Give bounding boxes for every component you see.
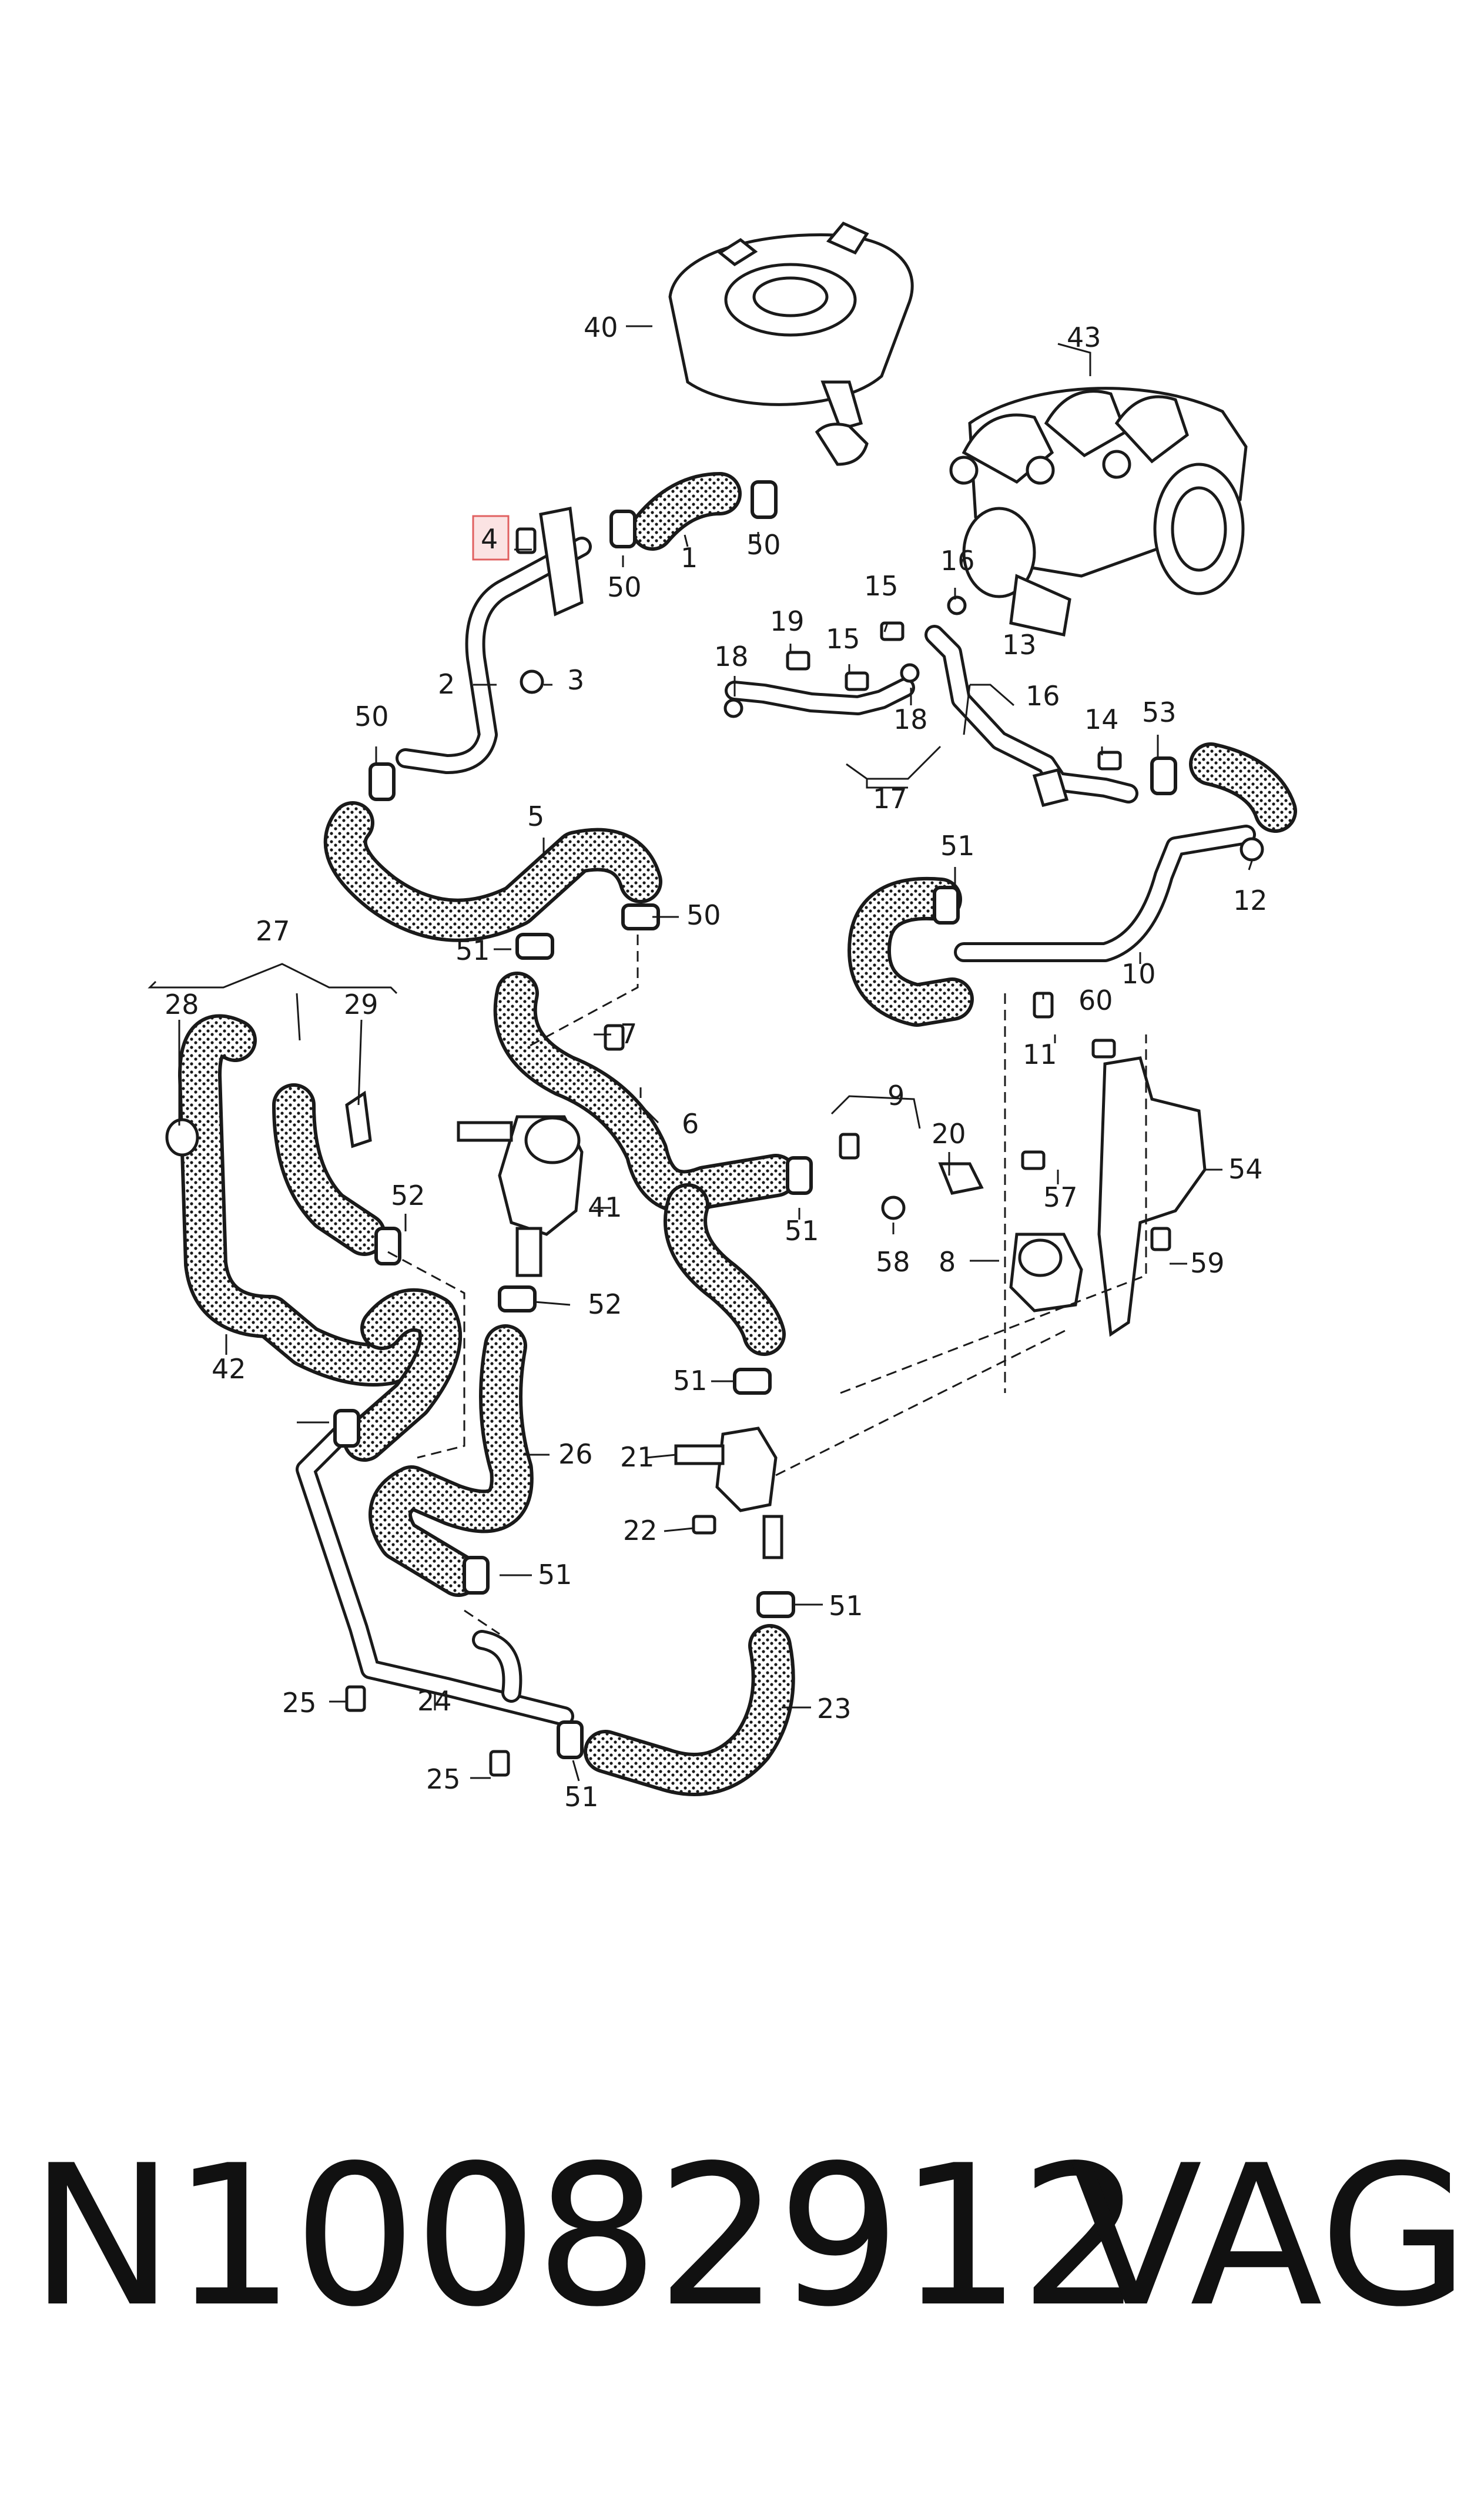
callout-26: 26 xyxy=(558,1438,593,1470)
callout-29: 29 xyxy=(344,989,378,1020)
callout-24: 24 xyxy=(417,1685,452,1717)
callout-7: 7 xyxy=(620,1018,637,1050)
callout-50: 50 xyxy=(607,571,642,603)
valve-8 xyxy=(1009,1233,1083,1312)
brand-name: VAG xyxy=(1070,2124,1470,2349)
callout-17: 17 xyxy=(873,783,907,815)
turbo-coolant-pipe xyxy=(725,625,1138,808)
callout-52: 52 xyxy=(588,1288,622,1320)
callout-43: 43 xyxy=(1067,322,1101,353)
callout-2: 2 xyxy=(438,668,455,700)
callout-6: 6 xyxy=(682,1108,699,1140)
callout-51: 51 xyxy=(538,1559,572,1590)
callout-51: 51 xyxy=(829,1590,863,1622)
callout-13: 13 xyxy=(1002,629,1037,661)
highlight-item-4 xyxy=(472,515,510,561)
callout-25: 25 xyxy=(426,1763,461,1795)
callout-41: 41 xyxy=(588,1191,622,1223)
callout-18: 18 xyxy=(714,641,749,672)
part-number: N10082912 xyxy=(29,2124,1143,2349)
parts-diagram: 40 43 4 50 1 50 15 16 19 15 13 2 3 18 16… xyxy=(148,221,1297,1813)
callout-50: 50 xyxy=(686,899,721,931)
callout-3: 3 xyxy=(567,664,584,696)
callout-16: 16 xyxy=(940,545,975,577)
bracket-54 xyxy=(1097,1056,1207,1337)
callout-9: 9 xyxy=(887,1080,905,1111)
callout-15: 15 xyxy=(864,570,899,602)
callout-16: 16 xyxy=(1026,680,1060,712)
callout-19: 19 xyxy=(770,605,805,637)
dashed-lines xyxy=(387,935,1147,1635)
callout-25: 25 xyxy=(282,1687,317,1719)
callout-12: 12 xyxy=(1233,885,1268,916)
callout-51: 51 xyxy=(455,935,490,966)
callout-51: 51 xyxy=(564,1781,599,1813)
callout-52: 52 xyxy=(391,1180,426,1211)
callout-21: 21 xyxy=(620,1441,655,1473)
callout-58: 58 xyxy=(876,1246,910,1278)
callout-50: 50 xyxy=(746,529,781,561)
callout-5: 5 xyxy=(527,801,544,832)
turbo-manifold xyxy=(949,387,1248,637)
leader-lines xyxy=(148,325,1253,1782)
callout-23: 23 xyxy=(817,1693,852,1725)
callout-4: 4 xyxy=(481,523,498,555)
callout-20: 20 xyxy=(932,1118,966,1150)
callout-27: 27 xyxy=(256,915,290,947)
callout-8: 8 xyxy=(939,1246,956,1278)
callout-40: 40 xyxy=(584,312,618,343)
callout-10: 10 xyxy=(1121,958,1156,990)
callout-51: 51 xyxy=(940,830,975,862)
callout-54: 54 xyxy=(1228,1153,1263,1185)
callout-51: 51 xyxy=(673,1365,708,1397)
callout-60: 60 xyxy=(1078,985,1113,1016)
callout-labels: 40 43 4 50 1 50 15 16 19 15 13 2 3 18 16… xyxy=(165,312,1268,1813)
valve-21 xyxy=(674,1427,783,1559)
callout-51: 51 xyxy=(785,1215,819,1247)
callout-28: 28 xyxy=(165,989,199,1020)
callout-50: 50 xyxy=(354,701,389,732)
hose-clamps xyxy=(333,480,1177,1759)
callout-18: 18 xyxy=(893,704,928,735)
callout-1: 1 xyxy=(681,542,698,574)
callout-11: 11 xyxy=(1023,1039,1057,1070)
callout-53: 53 xyxy=(1142,697,1177,728)
auxiliary-pump xyxy=(457,1115,584,1277)
callout-15: 15 xyxy=(826,623,860,655)
callout-22: 22 xyxy=(623,1515,658,1546)
callout-14: 14 xyxy=(1084,704,1119,735)
callout-42: 42 xyxy=(212,1353,246,1385)
callout-59: 59 xyxy=(1190,1247,1225,1279)
callout-57: 57 xyxy=(1043,1181,1078,1213)
expansion-tank xyxy=(668,221,914,466)
